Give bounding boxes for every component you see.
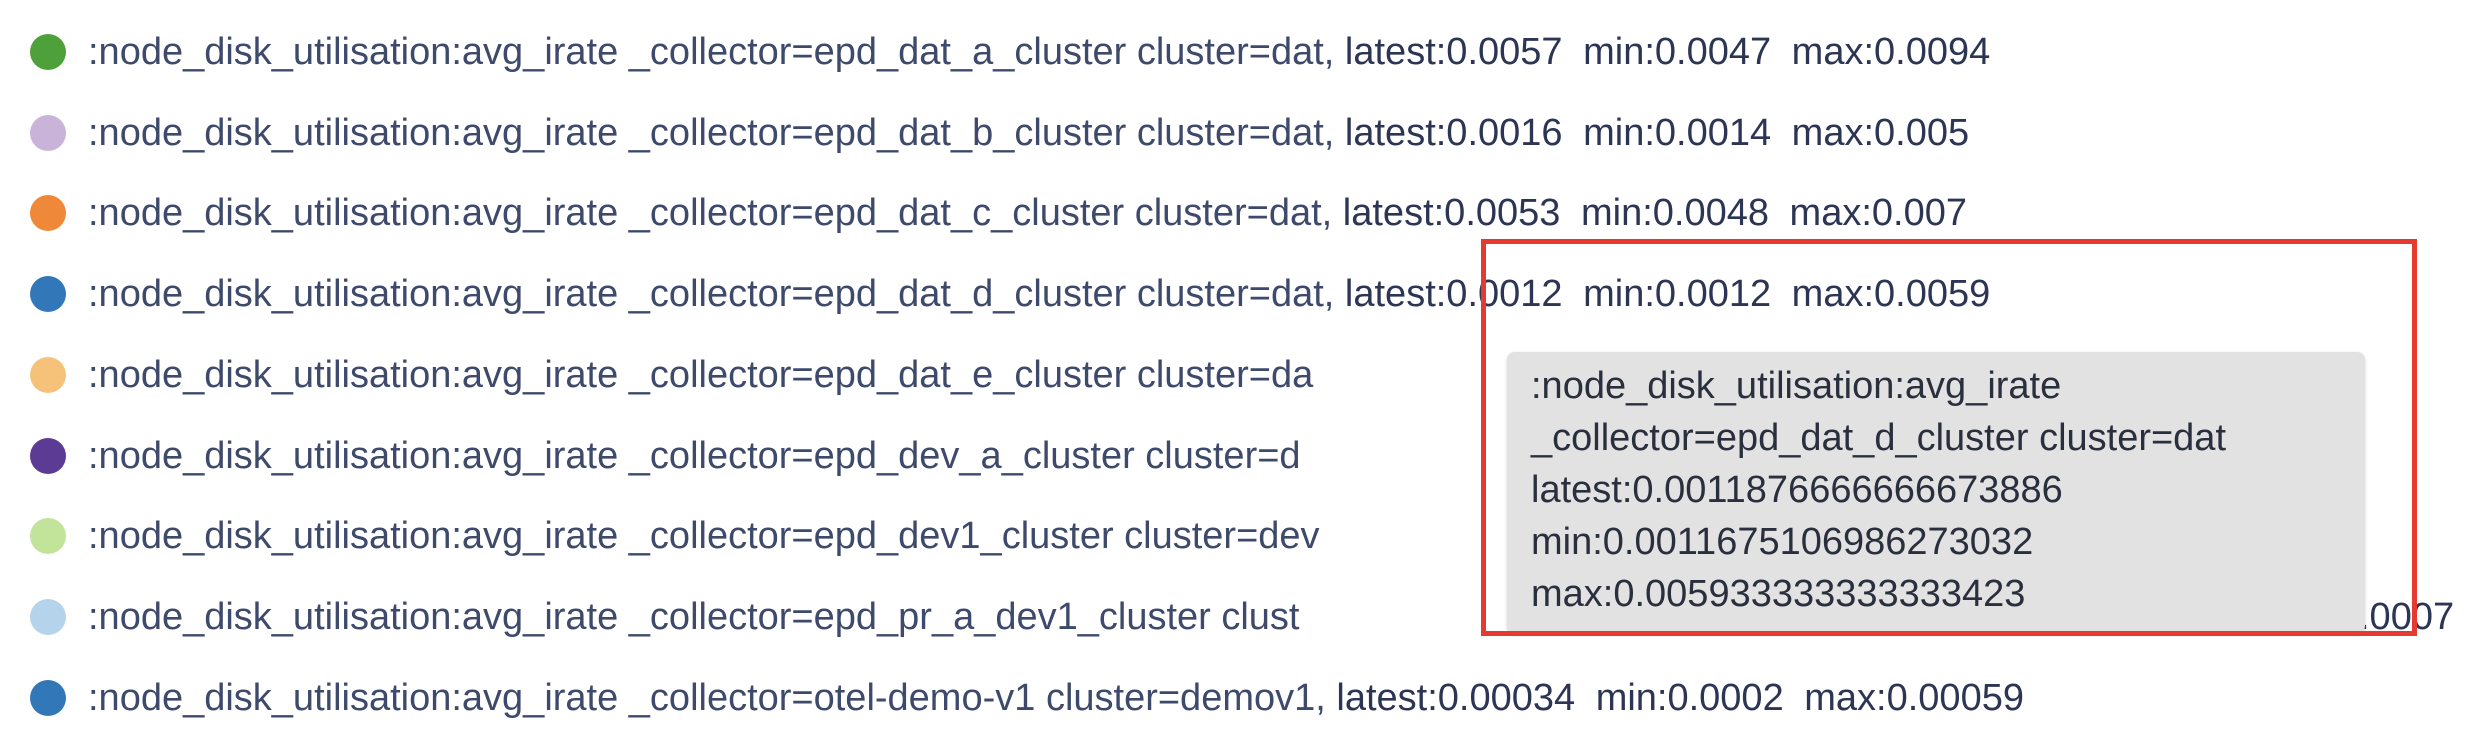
series-color-dot-icon — [30, 438, 66, 474]
latest-value: latest:0.0016 — [1344, 112, 1563, 154]
series-stats-truncated: .0007 — [2359, 596, 2455, 638]
series-name: :node_disk_utilisation:avg_irate _collec… — [88, 435, 1301, 477]
series-stats: latest:0.0012 min:0.0012 max:0.0059 — [1334, 264, 1990, 324]
min-value: min:0.0012 — [1583, 273, 1772, 315]
series-name: :node_disk_utilisation:avg_irate _collec… — [88, 31, 1335, 73]
legend-item[interactable]: :node_disk_utilisation:avg_irate _collec… — [30, 506, 1320, 566]
series-name: :node_disk_utilisation:avg_irate _collec… — [88, 354, 1314, 396]
max-value: max:0.005 — [1791, 112, 1970, 154]
legend-item[interactable]: :node_disk_utilisation:avg_irate _collec… — [30, 345, 1313, 405]
series-color-dot-icon — [30, 195, 66, 231]
latest-value: latest:0.00034 — [1336, 677, 1576, 719]
series-name: :node_disk_utilisation:avg_irate _collec… — [88, 596, 1300, 638]
series-name: :node_disk_utilisation:avg_irate _collec… — [88, 112, 1335, 154]
series-stats: latest:0.0016 min:0.0014 max:0.005 — [1334, 103, 1969, 163]
tooltip-min: min:0.0011675106986273032 — [1531, 521, 2034, 563]
series-stats: latest:0.00034 min:0.0002 max:0.00059 — [1326, 668, 2024, 728]
legend-item[interactable]: :node_disk_utilisation:avg_irate _collec… — [30, 264, 1990, 324]
legend-item[interactable]: :node_disk_utilisation:avg_irate _collec… — [30, 426, 1301, 486]
series-color-dot-icon — [30, 34, 66, 70]
series-name: :node_disk_utilisation:avg_irate _collec… — [88, 677, 1326, 719]
latest-value: latest:0.0057 — [1344, 31, 1563, 73]
legend-item[interactable]: :node_disk_utilisation:avg_irate _collec… — [30, 22, 1990, 82]
tooltip-labels: _collector=epd_dat_d_cluster cluster=dat — [1531, 417, 2227, 459]
series-tooltip: :node_disk_utilisation:avg_irate _collec… — [1507, 352, 2365, 634]
series-color-dot-icon — [30, 599, 66, 635]
max-value: max:0.0059 — [1791, 273, 1991, 315]
legend-item[interactable]: :node_disk_utilisation:avg_irate _collec… — [30, 668, 2024, 728]
series-name: :node_disk_utilisation:avg_irate _collec… — [88, 273, 1335, 315]
legend-item[interactable]: :node_disk_utilisation:avg_irate _collec… — [30, 103, 1969, 163]
max-value: max:0.00059 — [1804, 677, 2024, 719]
tooltip-latest: latest:0.0011876666666673886 — [1531, 469, 2063, 511]
legend-item[interactable]: :node_disk_utilisation:avg_irate _collec… — [30, 587, 1300, 647]
series-name: :node_disk_utilisation:avg_irate _collec… — [88, 515, 1320, 557]
series-color-dot-icon — [30, 276, 66, 312]
min-value: min:0.0048 — [1580, 192, 1769, 234]
latest-value: latest:0.0012 — [1344, 273, 1563, 315]
series-color-dot-icon — [30, 680, 66, 716]
tooltip-metric-name: :node_disk_utilisation:avg_irate — [1531, 365, 2062, 407]
series-color-dot-icon — [30, 115, 66, 151]
series-color-dot-icon — [30, 357, 66, 393]
series-color-dot-icon — [30, 518, 66, 554]
max-value: max:0.007 — [1789, 192, 1967, 234]
max-value: max:0.0094 — [1791, 31, 1991, 73]
min-value: min:0.0047 — [1583, 31, 1772, 73]
series-stats: latest:0.0057 min:0.0047 max:0.0094 — [1334, 22, 1990, 82]
min-value: min:0.0014 — [1583, 112, 1772, 154]
series-name: :node_disk_utilisation:avg_irate _collec… — [88, 192, 1333, 234]
series-stats: latest:0.0053 min:0.0048 max:0.007 — [1332, 183, 1967, 243]
latest-value: latest:0.0053 — [1342, 192, 1561, 234]
legend-item[interactable]: :node_disk_utilisation:avg_irate _collec… — [30, 183, 1967, 243]
min-value: min:0.0002 — [1595, 677, 1784, 719]
tooltip-max: max:0.005933333333333423 — [1531, 573, 2026, 615]
